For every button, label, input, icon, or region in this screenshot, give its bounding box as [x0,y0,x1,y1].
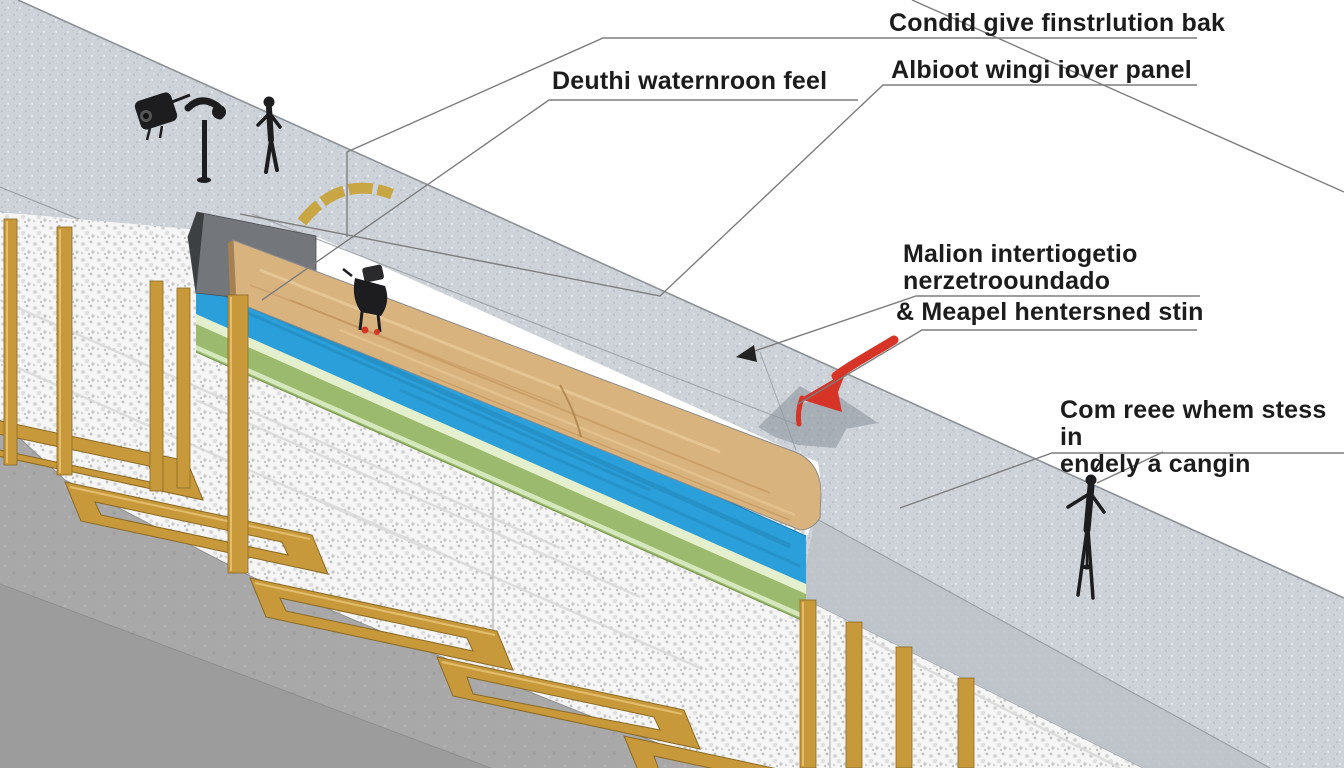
callout-label-6: Com reee whem stess in endely a cangin [1060,396,1327,478]
timber-stud [227,294,249,574]
callout-label-2: Albioot wingi iover panel [891,56,1192,84]
timber-panel-end [228,240,236,302]
worker-figure-left [184,97,226,183]
leader-line-6 [899,452,1344,509]
callout-label-1: Condid give finstrlution bak [889,9,1226,37]
leader-line-3 [261,99,858,301]
diagonal-line [911,0,1344,193]
leader-line-4 [739,295,1200,357]
formwork-frame [249,577,514,671]
trowel-shadow [758,386,878,448]
insulation-board [195,314,807,623]
callout-label-3: Deuthi waternroon feel [552,67,828,95]
callout-label-5: & Meapel hentersned stin [896,298,1204,326]
leader-line-5 [797,329,1197,405]
timber-stud [176,287,191,489]
timber-stud [957,677,975,768]
leader-line-6b [1096,451,1164,484]
leader-lines [239,0,1344,509]
callout-label-4: Malion intertiogetio nerzetrooundado [903,240,1138,295]
timber-stud [845,621,863,768]
surveyor-camera [134,92,191,141]
equipment-on-panel [342,264,388,335]
leader-line-2 [239,84,1197,297]
leader-line-1 [346,37,1197,237]
worker-figure-mid [256,96,282,174]
insulation-top-stripe [196,314,806,594]
formwork-frames [0,420,776,768]
leader-arrowhead [736,345,757,362]
formwork-frame [436,656,701,750]
worker-figure-right [1066,459,1106,600]
gold-arc-arrow [297,182,394,226]
timber-stud [3,218,18,466]
timber-stud [149,280,164,492]
formwork-frame [623,735,776,768]
timber-stud [895,646,913,768]
panel-seam [559,384,582,438]
timber-studs [3,218,975,768]
